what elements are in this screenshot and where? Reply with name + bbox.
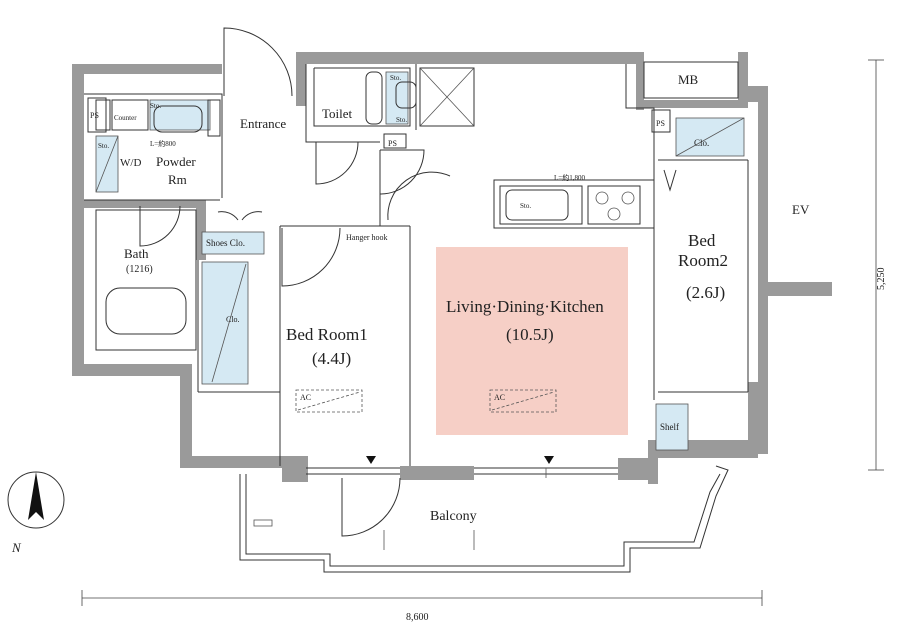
label-entrance: Entrance xyxy=(240,116,286,131)
label-sto-kitchen: Sto. xyxy=(520,202,531,210)
label-hanger-hook: Hanger hook xyxy=(346,233,388,242)
label-clo-bed2: Clo. xyxy=(694,138,709,148)
shelf xyxy=(655,403,689,451)
label-powder-rm: Rm xyxy=(168,172,187,187)
window-marker-bed1 xyxy=(366,456,376,464)
label-shoes-clo: Shoes Clo. xyxy=(206,238,245,248)
dimension-lines xyxy=(81,59,884,606)
label-counter-length: L=約800 xyxy=(150,139,176,148)
label-ac-ldk: AC xyxy=(494,393,505,402)
window-marker-ldk xyxy=(544,456,554,464)
label-toilet: Toilet xyxy=(322,106,353,121)
closets xyxy=(95,71,745,451)
label-counter: Counter xyxy=(114,114,137,122)
north-arrow-icon xyxy=(28,472,44,520)
compass xyxy=(7,471,65,529)
sto-toilet xyxy=(385,71,409,125)
label-sto-toilet-bottom: Sto. xyxy=(396,116,407,124)
label-ps-toilet: PS xyxy=(388,139,397,148)
label-bath-size: (1216) xyxy=(126,264,153,275)
label-dim-width: 8,600 xyxy=(406,612,429,623)
label-north: N xyxy=(11,540,22,555)
label-sto-powder: Sto. xyxy=(150,102,161,110)
label-bedroom2-size: (2.6J) xyxy=(686,283,725,302)
doors xyxy=(139,27,677,537)
ldk-highlight xyxy=(436,247,628,435)
label-wd: W/D xyxy=(120,157,141,169)
label-mb: MB xyxy=(678,72,699,87)
label-ev: EV xyxy=(792,202,810,217)
labels: Entrance Toilet Powder Rm Bath (1216) W/… xyxy=(11,72,887,623)
label-ac-bed1: AC xyxy=(300,393,311,402)
label-ldk: Living·Dining·Kitchen xyxy=(446,297,604,316)
label-shelf: Shelf xyxy=(660,422,679,432)
label-bedroom1-size: (4.4J) xyxy=(312,349,351,368)
label-powder: Powder xyxy=(156,154,196,169)
label-ps-left: PS xyxy=(90,111,99,120)
label-ps-right: PS xyxy=(656,119,665,128)
ac-units xyxy=(295,389,557,413)
balcony-outline xyxy=(239,465,729,573)
label-bedroom2-line2: Room2 xyxy=(678,251,728,270)
label-bedroom2-line1: Bed xyxy=(688,231,716,250)
label-bath: Bath xyxy=(124,246,149,261)
label-balcony: Balcony xyxy=(430,509,477,524)
label-kitchen-length: L=約1,800 xyxy=(554,173,585,182)
mb-box xyxy=(643,61,739,99)
shoes-closet xyxy=(201,231,265,255)
fixtures xyxy=(87,61,739,351)
label-ldk-size: (10.5J) xyxy=(506,325,554,344)
interior-lines xyxy=(84,64,749,478)
sto-powder xyxy=(149,99,211,131)
label-clo-bed1: Clo. xyxy=(226,315,240,324)
label-sto-wd: Sto. xyxy=(98,142,109,150)
label-sto-toilet-top: Sto. xyxy=(390,74,401,82)
label-dim-height: 5,250 xyxy=(876,268,887,291)
label-bedroom1: Bed Room1 xyxy=(286,325,368,344)
